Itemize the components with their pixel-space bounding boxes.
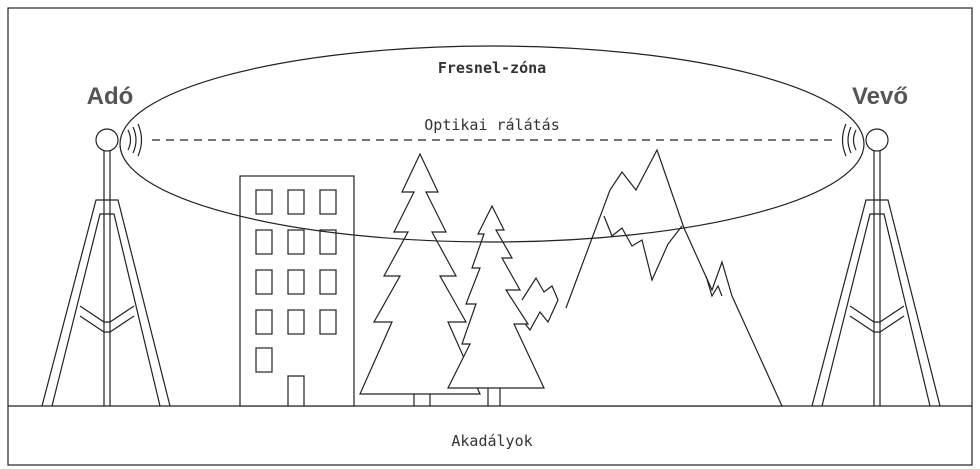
tree-small-crown: [447, 204, 545, 389]
tower-legs-inner: [821, 213, 931, 407]
building-window: [319, 229, 337, 255]
mountains: [521, 148, 783, 407]
building-window: [255, 269, 273, 295]
transmitter-antenna: [95, 128, 119, 152]
receiver-antenna: [865, 128, 889, 152]
building-window: [319, 269, 337, 295]
tree-large-crown: [359, 152, 481, 395]
tree-large: [359, 152, 481, 406]
building-window: [319, 189, 337, 215]
signal-wave-2: [847, 126, 852, 154]
transmitter-label: Adó: [87, 83, 134, 110]
building: [239, 175, 355, 407]
fresnel-zone-label: Fresnel-zóna: [438, 59, 546, 77]
transmitter-tower: [41, 123, 171, 407]
building-window: [287, 309, 305, 335]
tower-brace-top: [79, 305, 135, 323]
building-window: [255, 347, 273, 373]
mountain-ridge-2: [705, 275, 723, 298]
tower-legs-outer: [811, 199, 941, 407]
tower-brace-top: [849, 305, 905, 323]
mountain-ridge-1: [603, 215, 683, 282]
mountain-big: [560, 148, 783, 407]
frame: [7, 7, 973, 466]
building-window: [255, 309, 273, 335]
line-of-sight-label: Optikai rálátás: [424, 116, 559, 134]
obstacles-label: Akadályok: [451, 432, 532, 450]
building-window: [287, 229, 305, 255]
signal-wave-1: [852, 129, 857, 151]
tower-brace-bottom: [79, 315, 135, 333]
signal-wave-3: [137, 123, 143, 157]
tower-legs-inner: [51, 213, 161, 407]
receiver-tower: [811, 123, 941, 407]
tower-legs-outer: [41, 199, 171, 407]
signal-wave-1: [127, 129, 132, 151]
building-window: [287, 269, 305, 295]
receiver-label: Vevő: [852, 83, 908, 110]
building-window: [319, 309, 337, 335]
signal-wave-2: [132, 126, 137, 154]
tower-brace-bottom: [849, 315, 905, 333]
building-windows: [255, 189, 337, 373]
building-window: [255, 229, 273, 255]
building-window: [255, 189, 273, 215]
signal-wave-3: [841, 123, 847, 157]
building-window: [287, 189, 305, 215]
building-door: [287, 375, 305, 406]
mountain-small: [521, 276, 559, 332]
tree-small: [447, 204, 545, 406]
fresnel-zone-ellipse: [119, 45, 865, 243]
